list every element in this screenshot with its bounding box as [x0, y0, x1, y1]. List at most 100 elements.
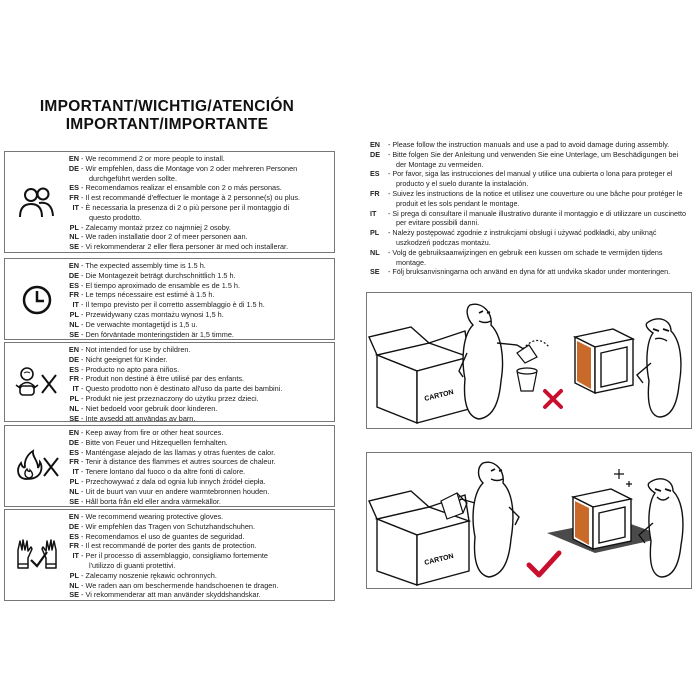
language-code: PL [69, 393, 79, 403]
line-text: - Produkt nie jest przeznaczony do użytk… [81, 393, 259, 403]
language-code: ES [69, 531, 79, 541]
check-mark-icon [526, 550, 562, 578]
line-text: - Wir empfehlen das Tragen von Schutzhan… [81, 521, 256, 531]
line-nl: NL- We raden aan om beschermende handsch… [65, 581, 330, 591]
language-code: SE [69, 590, 79, 600]
line-en: EN- Not intended for use by children. [65, 345, 330, 355]
language-code: NL [370, 247, 380, 257]
language-code: IT [370, 208, 377, 218]
line-nl: NL- Niet bedoeld voor gebruik door kinde… [65, 404, 330, 414]
line-fr: FR- Produit non destiné à être utilisé p… [65, 374, 330, 384]
language-code: IT [72, 202, 80, 212]
line-fr: FR- Tenir à distance des flammes et autr… [65, 457, 330, 467]
language-code: FR [69, 457, 79, 467]
warning-box-fire: EN- Keep away from fire or other heat so… [4, 425, 335, 507]
line-se: SE- Vi rekommenderar 2 eller flera perso… [65, 242, 330, 252]
line-text: - Producto no apto para niños. [81, 364, 180, 374]
instr-es-cont: producto y el suelo durante la instalaci… [370, 179, 692, 189]
language-code: SE [69, 496, 79, 506]
line-text: durchgeführt werden sollte. [89, 173, 178, 183]
line-de: DE- Wir empfehlen, dass die Montage von … [65, 164, 330, 174]
instr-it-cont: per evitare possibili danni. [370, 218, 692, 228]
line-text: - Le temps nécessaire est estimé à 1.5 h… [81, 290, 215, 300]
cross-mark-icon [543, 389, 563, 409]
warning-lines-gloves: EN- We recommend wearing protective glov… [65, 512, 330, 600]
warning-lines-fire: EN- Keep away from fire or other heat so… [65, 428, 330, 506]
line-it: IT- Per il processo di assemblaggio, con… [65, 551, 330, 561]
cartoon-character-reading [452, 461, 520, 578]
warning-title-line-2: IMPORTANT/IMPORTANTE [65, 116, 269, 133]
line-de: DE- Bitte von Feuer und Hitzequellen fer… [65, 438, 330, 448]
line-text: montage. [396, 257, 426, 267]
line-en: EN- We recommend wearing protective glov… [65, 512, 330, 522]
line-es: ES- Producto no apto para niños. [65, 365, 330, 375]
line-text: - Tenere lontano dal fuoco o da altre fo… [81, 467, 246, 477]
line-text: - Recomendamos el uso de guantes de segu… [81, 531, 245, 541]
line-text: - Bitte folgen Sie der Anleitung und ver… [388, 149, 679, 159]
line-it: IT- Tenere lontano dal fuoco o da altre … [65, 467, 330, 477]
line-fr: FR- Il est recommandé de porter des gant… [65, 541, 330, 551]
line-text: - Niet bedoeld voor gebruik door kindere… [81, 403, 218, 413]
line-text: - We raden aan om beschermende handschoe… [81, 580, 279, 590]
line-text: - Inte avsedd att användas av barn. [81, 413, 196, 423]
language-code: IT [72, 300, 80, 310]
line-text: - El tiempo aproximado de ensamble es de… [81, 280, 240, 290]
language-code: DE [68, 270, 79, 280]
line-text: - We recommend wearing protective gloves… [81, 512, 224, 521]
open-manual [440, 492, 468, 520]
language-code: FR [69, 193, 79, 203]
line-se: SE- Den förväntade monteringstiden är 1,… [65, 330, 330, 340]
language-code: IT [72, 551, 80, 561]
instr-de: DE - Bitte folgen Sie der Anleitung und v… [370, 150, 692, 160]
line-text: - Not intended for use by children. [81, 345, 191, 354]
gloves-icon [17, 539, 57, 569]
language-code: EN [68, 261, 79, 270]
carton-box [368, 326, 472, 425]
line-nl: NL- De verwachte montagetijd is 1,5 u. [65, 320, 330, 330]
line-text: uszkodzeń podczas montażu. [396, 237, 491, 247]
language-code: EN [68, 154, 79, 163]
language-code: SE [370, 267, 380, 277]
line-es: ES- El tiempo aproximado de ensamble es … [65, 281, 330, 291]
language-code: DE [370, 149, 380, 159]
warning-box-children: EN- Not intended for use by children. DE… [4, 342, 335, 423]
line-pl: PL- Przewidywany czas montażu wynosi 1,5… [65, 310, 330, 320]
warning-title-line-1: IMPORTANT/WICHTIG/ATENCIÓN [39, 98, 295, 115]
line-text: - The expected assembly time is 1.5 h. [81, 261, 206, 270]
language-code: FR [370, 188, 380, 198]
language-code: ES [69, 447, 79, 457]
warning-lines-people: EN- We recommend 2 or more people to ins… [65, 154, 330, 252]
line-text: - Questo prodotto non è destinato all'us… [81, 384, 283, 394]
line-text: - Zalecamy montaż przez co najmniej 2 os… [81, 222, 231, 232]
language-code: PL [69, 309, 79, 319]
line-de: DE- Wir empfehlen das Tragen von Schutzh… [65, 522, 330, 532]
line-text: - Il est recommandé de porter des gants … [81, 541, 257, 551]
line-text: - Uit de buurt van vuur en andere warmte… [81, 486, 270, 496]
line-de: DE- Nicht geeignet für Kinder. [65, 355, 330, 365]
warning-lines-children: EN- Not intended for use by children. DE… [65, 345, 330, 423]
two-people-icon [19, 187, 54, 218]
instr-de-cont: der Montage zu vermeiden. [370, 160, 692, 170]
language-code: IT [72, 467, 80, 477]
language-code: NL [69, 403, 79, 413]
warning-lines-time: EN- The expected assembly time is 1.5 h.… [65, 261, 330, 339]
line-en: EN- We recommend 2 or more people to ins… [65, 154, 330, 164]
language-code: FR [69, 290, 79, 300]
instr-en: EN- Please follow the instruction manual… [370, 140, 692, 150]
language-code: DE [68, 163, 79, 173]
line-text: - Per il processo di assemblaggio, consi… [81, 551, 268, 561]
line-se: SE- Inte avsedd att användas av barn. [65, 414, 330, 424]
language-code: NL [69, 580, 79, 590]
line-text: - Recomendamos realizar el ensamble con … [81, 183, 282, 193]
line-en: EN- Keep away from fire or other heat so… [65, 428, 330, 438]
line-en: EN- The expected assembly time is 1.5 h. [65, 261, 330, 271]
instr-fr-cont: produit et les sols pendant le montage. [370, 199, 692, 209]
line-text: - Suivez les instructions de la notice e… [388, 188, 683, 198]
line-text: - Bitte von Feuer und Hitzequellen fernh… [81, 437, 228, 447]
language-code: SE [69, 413, 79, 423]
language-code: DE [68, 354, 79, 364]
language-code: PL [69, 476, 79, 486]
instr-se: SE- Följ bruksanvisningarna och använd e… [370, 267, 692, 277]
line-text: - Produit non destiné à être utilisé par… [81, 374, 245, 384]
line-text: - Przewidywany czas montażu wynosi 1,5 h… [81, 309, 224, 319]
